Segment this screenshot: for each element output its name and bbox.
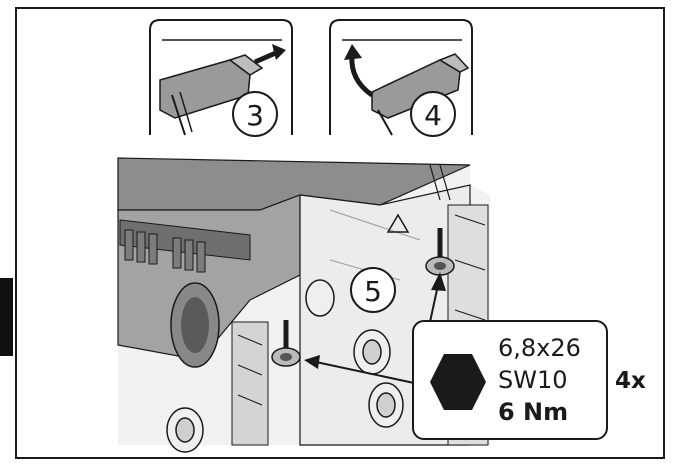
step-3-label: 3 <box>246 99 264 132</box>
screw-left <box>271 320 301 367</box>
step-3-illustration <box>149 19 293 137</box>
step-4-label: 4 <box>424 99 442 132</box>
quantity-label: 4x <box>615 368 646 394</box>
wrench-size: SW10 <box>498 366 568 394</box>
screw-spec-callout: 6,8x26 SW10 6 Nm <box>412 320 608 440</box>
callout-arrows <box>304 272 446 384</box>
screw-right <box>425 228 455 276</box>
hex-head-icon <box>430 354 486 410</box>
torque-value: 6 Nm <box>498 398 569 426</box>
step-4-illustration <box>329 19 473 137</box>
page-edge-tab <box>0 278 13 356</box>
step-5-label: 5 <box>364 275 382 308</box>
screw-size: 6,8x26 <box>498 334 581 362</box>
